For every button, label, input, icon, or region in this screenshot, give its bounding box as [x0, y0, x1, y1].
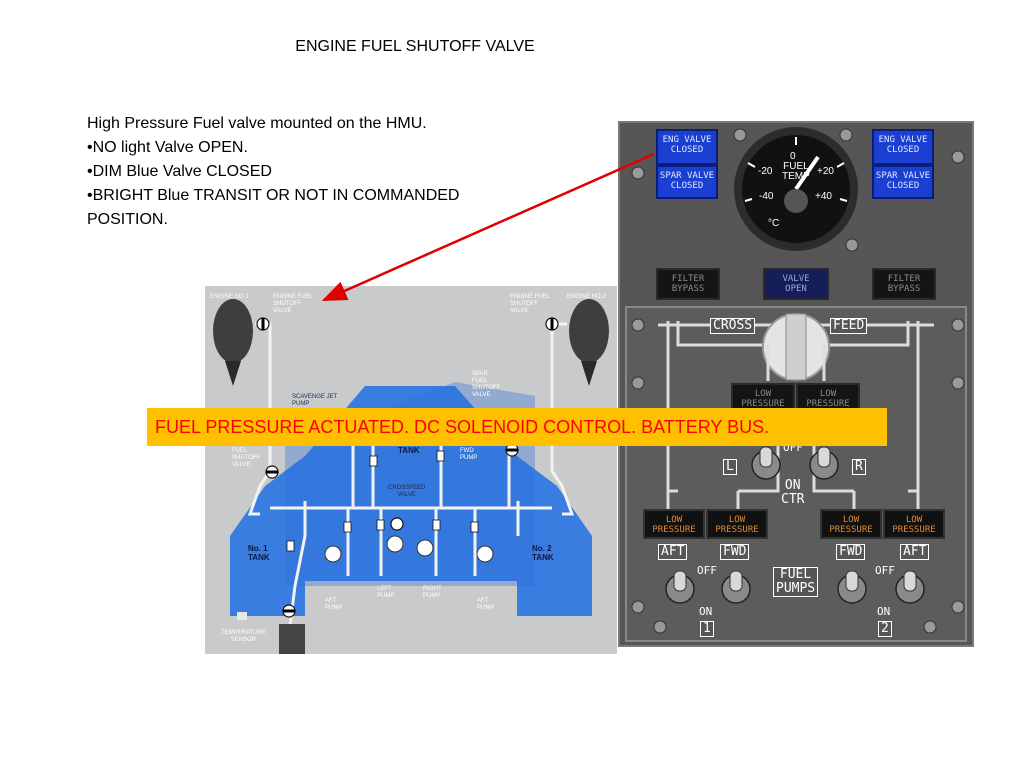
tank-1-shape: [230, 456, 305, 616]
label-engine-fuel-shutoff-right: ENGINE FUEL SHUTOFF VALVE: [510, 294, 551, 314]
gauge-tick-0: 0: [790, 151, 796, 162]
off-2-label: OFF: [875, 564, 895, 577]
gauge-unit: °C: [768, 218, 780, 229]
low-pressure-2-fwd-light: LOW PRESSURE: [820, 509, 882, 539]
filter-bypass-right-light: FILTER BYPASS: [872, 268, 936, 300]
label-engine-no2: ENGINE NO.2: [567, 294, 606, 300]
label-aft-pump-left: AFT PUMP: [325, 598, 343, 611]
low-pressure-1-fwd-light: LOW PRESSURE: [706, 509, 768, 539]
r-label: R: [852, 459, 866, 475]
off-1-label: OFF: [697, 564, 717, 577]
bullet-no-light: •NO light Valve OPEN.: [87, 139, 248, 156]
temperature-sensor-shape: [237, 612, 247, 620]
label-aft-pump-right: AFT PUMP: [477, 598, 495, 611]
gauge-tick-plus20: +20: [817, 166, 834, 177]
bullet-position: POSITION.: [87, 211, 168, 228]
bullet-bright-blue: •BRIGHT Blue TRANSIT OR NOT IN COMMANDED: [87, 187, 460, 204]
aft-2-label: AFT: [900, 544, 930, 560]
label-engine-no1: ENGINE NO.1: [210, 294, 249, 300]
feed-label: FEED: [830, 318, 868, 334]
on-2-label: ON: [877, 605, 891, 618]
fwd-1-label: FWD: [720, 544, 750, 560]
bullet-dim-blue: •DIM Blue Valve CLOSED: [87, 163, 272, 180]
scavenge-pump-shape: [279, 624, 305, 654]
filter-bypass-left-light: FILTER BYPASS: [656, 268, 720, 300]
arrow-line: [321, 152, 655, 302]
eng-valve-closed-right-light: ENG VALVE CLOSED: [872, 129, 934, 165]
tank-2-shape: [517, 456, 592, 616]
spar-valve-closed-left-light: SPAR VALVE CLOSED: [656, 165, 718, 199]
label-crossfeed-valve: CROSSFEED VALVE: [388, 485, 426, 498]
label-right-pump: RIGHT PUMP: [423, 586, 442, 599]
description-line: High Pressure Fuel valve mounted on the …: [87, 115, 427, 132]
gauge-tick-minus20: -20: [758, 166, 773, 177]
description-text: High Pressure Fuel valve mounted on the …: [87, 112, 567, 232]
label-left-pump: LEFT PUMP: [377, 586, 395, 599]
gauge-tick-minus40: -40: [759, 191, 774, 202]
panel-drawing: [618, 121, 974, 647]
label-scavenge-jet-pump: SCAVENGE JET PUMP: [292, 394, 338, 407]
on-1-label: ON: [699, 605, 713, 618]
pump-2-label: 2: [878, 621, 892, 637]
fwd-2-label: FWD: [836, 544, 866, 560]
label-spar-valve-right: SPAR FUEL SHUTOFF VALVE: [472, 371, 501, 398]
highlight-banner: FUEL PRESSURE ACTUATED. DC SOLENOID CONT…: [147, 408, 887, 446]
slide-title: ENGINE FUEL SHUTOFF VALVE: [295, 38, 535, 55]
fuel-pumps-label: FUEL PUMPS: [773, 567, 819, 597]
on-ctr-label: ON CTR: [781, 478, 805, 507]
spar-valve-closed-right-light: SPAR VALVE CLOSED: [872, 165, 934, 199]
low-pressure-1-aft-light: LOW PRESSURE: [643, 509, 705, 539]
eng-valve-closed-left-light: ENG VALVE CLOSED: [656, 129, 718, 165]
gauge-tick-plus40: +40: [815, 191, 832, 202]
label-fwd-pump: FWD PUMP: [460, 448, 478, 461]
label-tank-2: No. 2 TANK: [532, 544, 554, 562]
fuel-temp-label: FUEL TEMP: [782, 161, 810, 182]
label-spar-valve-left: FUEL SHUTOFF VALVE: [232, 448, 261, 468]
pump-1-label: 1: [700, 621, 714, 637]
cross-label: CROSS: [710, 318, 756, 334]
aft-1-label: AFT: [658, 544, 688, 560]
fuel-control-panel: ENG VALVE CLOSED SPAR VALVE CLOSED ENG V…: [618, 121, 974, 647]
label-engine-fuel-shutoff-left: ENGINE FUEL SHUTOFF VALVE: [273, 294, 314, 314]
label-temperature-sensor: TEMPERATURE SENSOR: [221, 630, 266, 643]
engine-1-shape: [213, 299, 253, 363]
engine-2-shape: [569, 299, 609, 363]
low-pressure-2-aft-light: LOW PRESSURE: [883, 509, 945, 539]
label-tank-1: No. 1 TANK: [248, 544, 270, 562]
valve-open-light: VALVE OPEN: [763, 268, 829, 300]
label-center-tank: TANK: [398, 446, 420, 455]
l-label: L: [723, 459, 737, 475]
